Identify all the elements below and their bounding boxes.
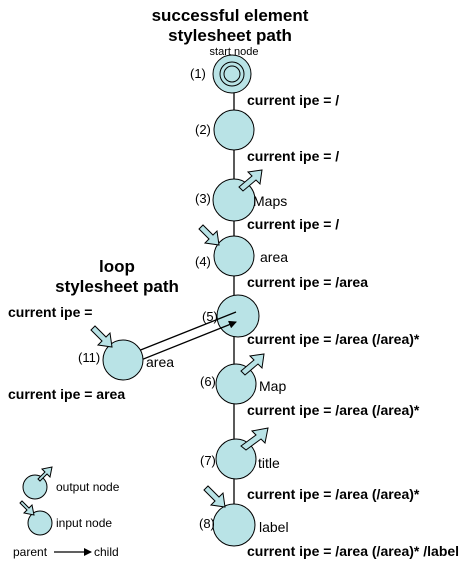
legend-child-label: child bbox=[94, 545, 119, 559]
loop-arrow-to-11 bbox=[127, 311, 237, 357]
node-11-label: area bbox=[146, 354, 174, 370]
ipe-label-8: current ipe = /area (/area)* /label bbox=[247, 543, 459, 559]
ipe-label-3: current ipe = / bbox=[247, 216, 339, 232]
node-7-label: title bbox=[258, 455, 280, 471]
node-4 bbox=[213, 235, 255, 277]
node-3-id: (3) bbox=[195, 191, 211, 206]
node-8-id: (8) bbox=[199, 516, 215, 531]
ipe-label-4: current ipe = /area bbox=[247, 274, 368, 290]
legend-output-label: output node bbox=[56, 480, 120, 494]
node-11-input-arrow-icon bbox=[90, 325, 113, 348]
node-11-id: (11) bbox=[78, 350, 100, 365]
node-3-output-arrow-icon bbox=[238, 169, 263, 192]
node-6-output-arrow-icon bbox=[240, 353, 265, 376]
loop-title-line1: loop bbox=[99, 257, 135, 276]
loop-title-line2: stylesheet path bbox=[55, 277, 179, 296]
node-4-input-arrow-icon bbox=[198, 224, 220, 246]
ipe-label-7: current ipe = /area (/area)* bbox=[247, 486, 420, 502]
loop-ipe-after: current ipe = area bbox=[8, 386, 125, 402]
node-3-label: Maps bbox=[253, 193, 287, 209]
ipe-label-6: current ipe = /area (/area)* bbox=[247, 402, 420, 418]
main-title-line2: stylesheet path bbox=[168, 26, 292, 45]
main-title-line1: successful element bbox=[152, 6, 309, 25]
node-1-id: (1) bbox=[190, 66, 206, 81]
node-11 bbox=[102, 339, 144, 381]
node-2 bbox=[213, 109, 255, 151]
node-7-output-arrow-icon bbox=[240, 427, 269, 451]
node-5 bbox=[216, 294, 260, 338]
legend-input-node bbox=[27, 510, 53, 536]
legend-input-label: input node bbox=[56, 516, 112, 530]
node-4-label: area bbox=[260, 249, 288, 265]
node-6-label: Map bbox=[259, 378, 286, 394]
node-1-start bbox=[212, 54, 252, 94]
node-8-label: label bbox=[259, 519, 289, 535]
ipe-label-2: current ipe = / bbox=[247, 148, 339, 164]
node-7-id: (7) bbox=[200, 453, 216, 468]
legend-output-arrow-icon bbox=[37, 466, 53, 482]
legend: output node input node parent child bbox=[13, 466, 120, 559]
ipe-label-1: current ipe = / bbox=[247, 92, 339, 108]
legend-input-arrow-icon bbox=[19, 500, 35, 516]
legend-output-node bbox=[22, 474, 48, 500]
node-8-input-arrow-icon bbox=[203, 485, 226, 508]
loop-arrow-to-5 bbox=[125, 320, 237, 367]
node-8 bbox=[212, 503, 256, 547]
loop-ipe-before: current ipe = bbox=[8, 304, 92, 320]
node-4-id: (4) bbox=[195, 254, 211, 269]
start-node-label: start node bbox=[210, 46, 259, 58]
node-2-id: (2) bbox=[195, 122, 211, 137]
legend-parent-label: parent bbox=[13, 545, 48, 559]
node-6-id: (6) bbox=[200, 374, 216, 389]
ipe-label-5: current ipe = /area (/area)* bbox=[247, 331, 420, 347]
